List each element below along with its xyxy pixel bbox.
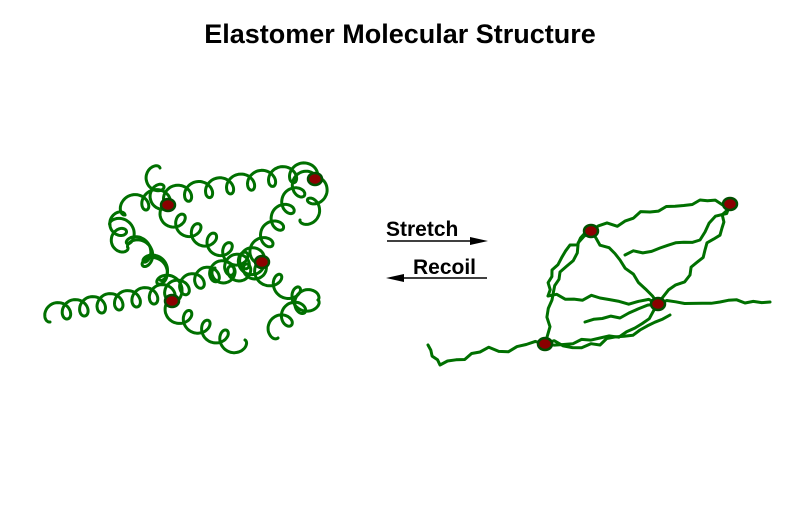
stretched-chain-segment	[656, 202, 732, 306]
crosslink-node	[253, 254, 271, 270]
stretched-chain-segment	[543, 313, 672, 350]
coiled-chain-segment	[210, 260, 268, 285]
stretched-chain-segment	[583, 302, 660, 324]
coiled-chain-segment	[118, 188, 172, 217]
crosslink-node	[582, 223, 600, 239]
crosslink-node	[159, 197, 177, 213]
crosslink-node	[721, 196, 739, 212]
coiled-chain-segment	[43, 283, 177, 324]
coiled-chain-segment	[162, 161, 320, 207]
stretched-chain-segment	[589, 229, 660, 306]
recoil-label: Recoil	[413, 256, 476, 279]
crosslink-nodes	[159, 171, 739, 352]
page-title: Elastomer Molecular Structure	[204, 19, 596, 46]
recoil-arrow: Recoil	[386, 256, 487, 282]
coiled-chain-segment	[298, 176, 329, 226]
stretched-chain-segment	[543, 302, 660, 347]
coiled-chain-segment	[253, 260, 321, 313]
coiled-chain-segment	[158, 203, 266, 277]
coiled-chain-segment	[108, 216, 169, 282]
coiled-chain-segment	[248, 169, 317, 265]
stretched-network	[426, 198, 772, 367]
coiled-chain-segment	[163, 299, 249, 355]
coiled-chain-segment	[108, 210, 130, 254]
stretched-chain-segment	[543, 229, 593, 346]
stretch-arrow: Stretch	[386, 218, 488, 245]
coiled-network	[43, 161, 329, 355]
crosslink-node	[163, 293, 181, 309]
coiled-chain-segment	[266, 288, 321, 341]
crosslink-node	[536, 336, 554, 352]
stretch-label: Stretch	[386, 218, 458, 241]
stretched-chain-segment	[623, 202, 732, 257]
crosslink-node	[649, 296, 667, 312]
coiled-chain-segment	[144, 164, 170, 211]
crosslink-node	[306, 171, 324, 187]
stretched-chain-segment	[589, 198, 732, 233]
stretched-chain-segment	[426, 339, 547, 367]
